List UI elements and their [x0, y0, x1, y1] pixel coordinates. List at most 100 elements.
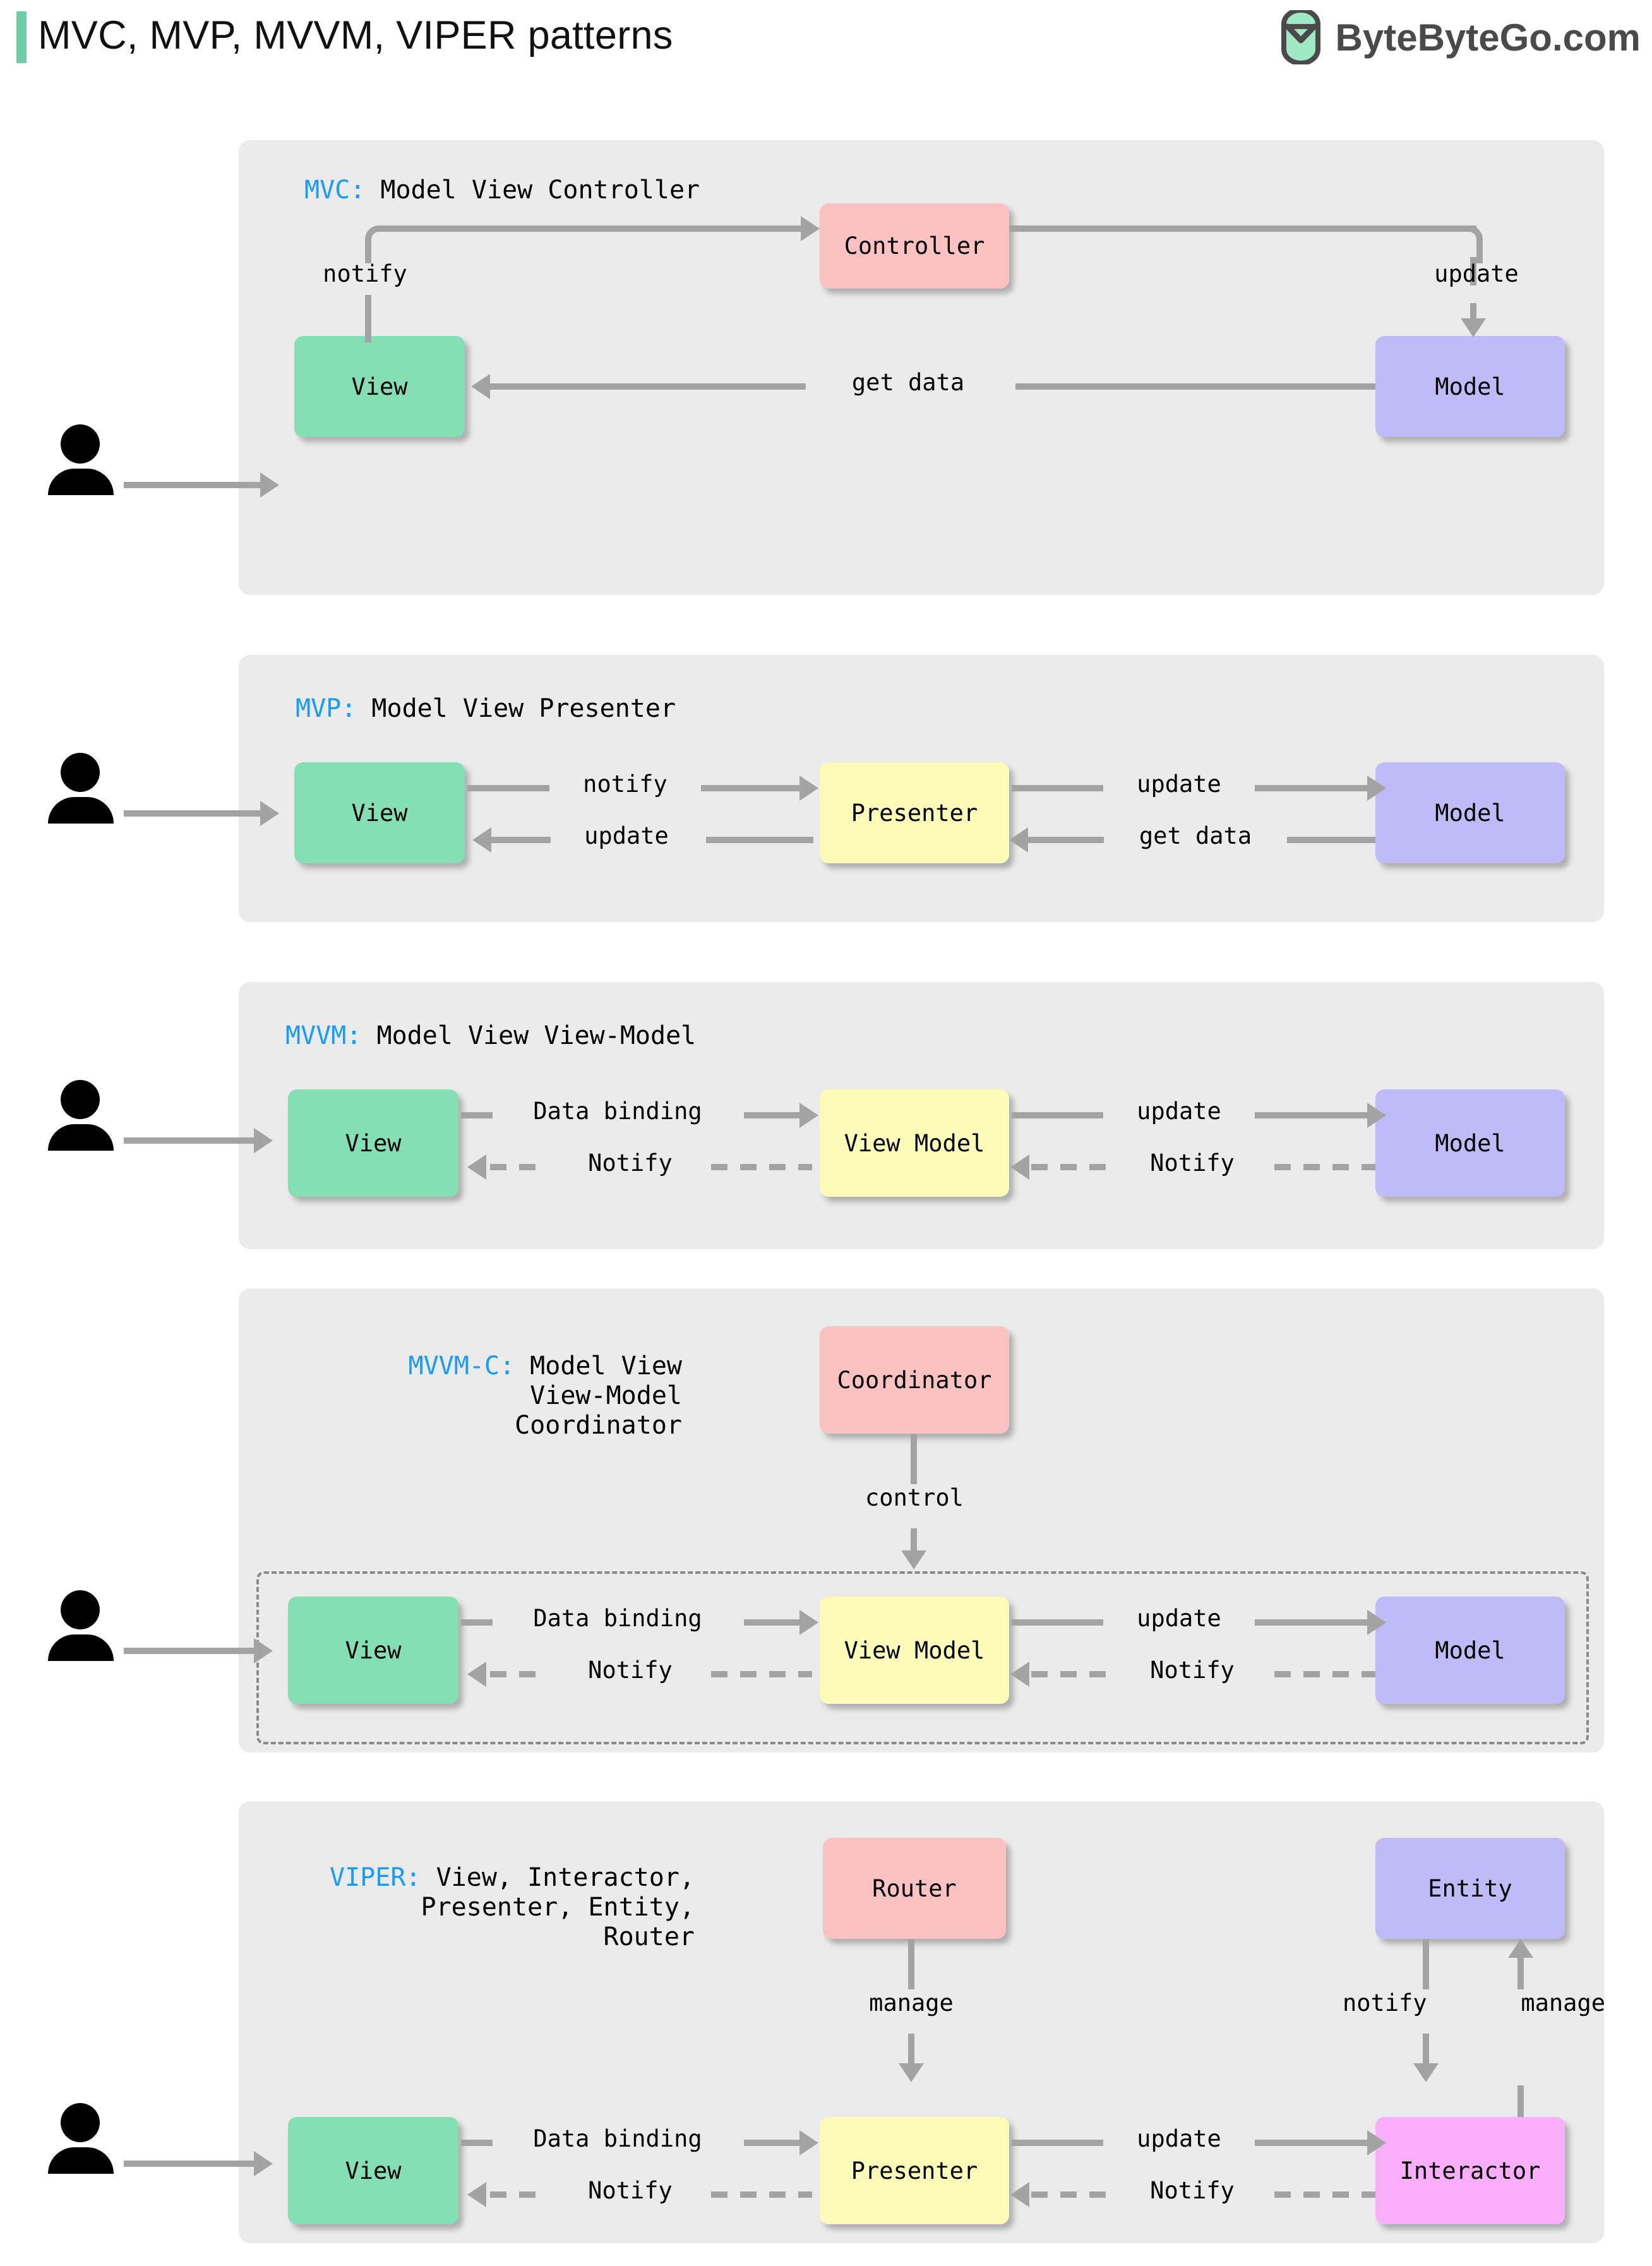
node-view[interactable]: View — [288, 2117, 458, 2224]
edge-update-arrowhead — [1367, 2130, 1386, 2155]
edge-user-to-view-mvc — [124, 482, 261, 488]
edge-databinding-run-b — [744, 1112, 801, 1118]
edge-update2-arrowhead — [472, 827, 491, 853]
edge-databinding-run-a — [461, 1619, 493, 1626]
edge-notify-entity-stem-upper — [1423, 1939, 1429, 1989]
brand: ByteByteGo.com — [1278, 8, 1641, 66]
edge-getdata-run-b — [1028, 837, 1104, 843]
user-body — [48, 469, 114, 495]
page-title: MVC, MVP, MVVM, VIPER patterns — [38, 13, 673, 57]
edge-update-run-b — [1255, 1619, 1368, 1626]
edge-notify-dash-a — [1274, 2191, 1375, 2198]
panel-mvvm-c: MVVM-C: Model View View-Model Coordinato… — [239, 1288, 1604, 1753]
edge-databinding-arrowhead — [799, 2130, 818, 2155]
edge-notify-arrowhead-interactor — [1010, 2182, 1029, 2207]
user-body — [48, 1634, 114, 1661]
node-model[interactable]: Model — [1375, 762, 1565, 863]
edge-label-update: update — [1137, 1605, 1221, 1632]
user-head — [61, 424, 100, 464]
node-view[interactable]: View — [294, 762, 465, 863]
edge-user-arrowhead-mvvm-c — [254, 1638, 273, 1664]
node-controller[interactable]: Controller — [820, 203, 1009, 289]
node-view-model[interactable]: View Model — [820, 1597, 1009, 1704]
node-presenter[interactable]: Presenter — [820, 762, 1009, 863]
edge-notify-dash-a — [1274, 1671, 1375, 1677]
edge-manage-entity-stem-lower — [1517, 2085, 1524, 2142]
section-expansion-mvc: Model View Controller — [365, 176, 700, 205]
edge-notify-run — [390, 225, 801, 232]
edge-update-run-a — [1012, 1619, 1103, 1626]
node-model[interactable]: Model — [1375, 1089, 1565, 1197]
edge-label-notify: notify — [583, 770, 667, 798]
edge-databinding-arrowhead — [799, 1103, 818, 1128]
panel-mvp: MVP: Model View Presenter View Presenter… — [239, 655, 1604, 922]
section-expansion-mvvm-c: Model View View-Model Coordinator — [515, 1352, 682, 1441]
edge-label-notify-interactor: Notify — [1150, 2177, 1235, 2204]
node-view[interactable]: View — [294, 336, 465, 437]
edge-notify2-arrowhead — [467, 1154, 486, 1180]
user-head — [61, 1080, 100, 1119]
node-view[interactable]: View — [288, 1089, 458, 1197]
user-icon-mvp — [48, 753, 114, 824]
edge-notify2-dash-a — [711, 2191, 812, 2198]
section-expansion-mvvm: Model View View-Model — [361, 1021, 697, 1050]
edge-user-arrowhead-viper — [254, 2151, 273, 2176]
node-model[interactable]: Model — [1375, 1597, 1565, 1704]
edge-label-update: update — [1137, 1098, 1221, 1125]
node-router[interactable]: Router — [823, 1838, 1006, 1939]
edge-user-to-view-mvp — [124, 810, 261, 817]
edge-manage-arrowhead — [899, 2063, 924, 2082]
edge-update2-run-a — [706, 837, 813, 843]
user-icon-viper — [48, 2103, 114, 2174]
edge-manage-stem-lower — [908, 2034, 914, 2065]
edge-update-stem-upper — [1470, 257, 1476, 285]
edge-getdata-run-right — [1015, 383, 1375, 390]
edge-databinding-run-b — [744, 1619, 801, 1626]
edge-notify-dash-b — [1031, 1671, 1107, 1677]
edge-label-get-data: get data — [1139, 822, 1252, 849]
node-presenter[interactable]: Presenter — [820, 2117, 1009, 2224]
node-model[interactable]: Model — [1375, 336, 1565, 437]
edge-update-corner — [1451, 225, 1483, 263]
edge-notify-arrowhead-model — [1010, 1662, 1029, 1687]
edge-databinding-run-a — [461, 2140, 493, 2146]
panel-mvvm: MVVM: Model View View-Model View View Mo… — [239, 982, 1604, 1249]
section-title-mvp: MVP: Model View Presenter — [296, 694, 676, 724]
edge-label-manage-router: manage — [869, 1989, 954, 2017]
node-entity[interactable]: Entity — [1375, 1838, 1565, 1939]
edge-notify-arrowhead — [799, 776, 818, 801]
section-expansion-viper: View, Interactor, Presenter, Entity, Rou… — [421, 1863, 695, 1952]
edge-user-to-view-mvvm — [124, 1137, 255, 1144]
page-header: MVC, MVP, MVVM, VIPER patterns ByteByteG… — [0, 0, 1652, 76]
bytebytego-logo-icon — [1278, 8, 1324, 66]
edge-label-data-binding: Data binding — [533, 2125, 702, 2152]
edge-label-update-view: update — [584, 822, 669, 849]
edge-update-stem-lower — [1470, 303, 1476, 320]
node-view[interactable]: View — [288, 1597, 458, 1704]
user-head — [61, 1590, 100, 1629]
node-coordinator[interactable]: Coordinator — [820, 1326, 1009, 1434]
edge-label-data-binding: Data binding — [533, 1605, 702, 1632]
section-key-mvc: MVC: — [304, 176, 366, 205]
edge-label-control: control — [865, 1484, 964, 1511]
edge-user-to-view-mvvm-c — [124, 1648, 255, 1654]
section-key-viper: VIPER: — [330, 1863, 421, 1892]
node-interactor[interactable]: Interactor — [1375, 2117, 1565, 2224]
edge-control-stem-upper — [911, 1434, 917, 1484]
edge-databinding-run-b — [744, 2140, 801, 2146]
edge-label-manage-entity: manage — [1521, 1989, 1605, 2017]
user-icon-mvvm — [48, 1080, 114, 1151]
edge-user-arrowhead-mvvm — [254, 1128, 273, 1153]
edge-databinding-arrowhead — [799, 1610, 818, 1635]
edge-update2-run-b — [491, 837, 551, 843]
user-head — [61, 2103, 100, 2142]
edge-notify2-dash-b — [490, 1164, 547, 1170]
section-title-viper: VIPER: View, Interactor, Presenter, Enti… — [278, 1863, 695, 1953]
edge-update-arrowhead — [1461, 318, 1486, 337]
edge-control-stem-lower — [911, 1528, 917, 1552]
node-view-model[interactable]: View Model — [820, 1089, 1009, 1197]
edge-getdata-arrowhead — [1009, 827, 1028, 853]
section-key-mvvm: MVVM: — [285, 1021, 362, 1050]
edge-label-notify-entity: notify — [1343, 1989, 1427, 2017]
edge-label-data-binding: Data binding — [533, 1098, 702, 1125]
